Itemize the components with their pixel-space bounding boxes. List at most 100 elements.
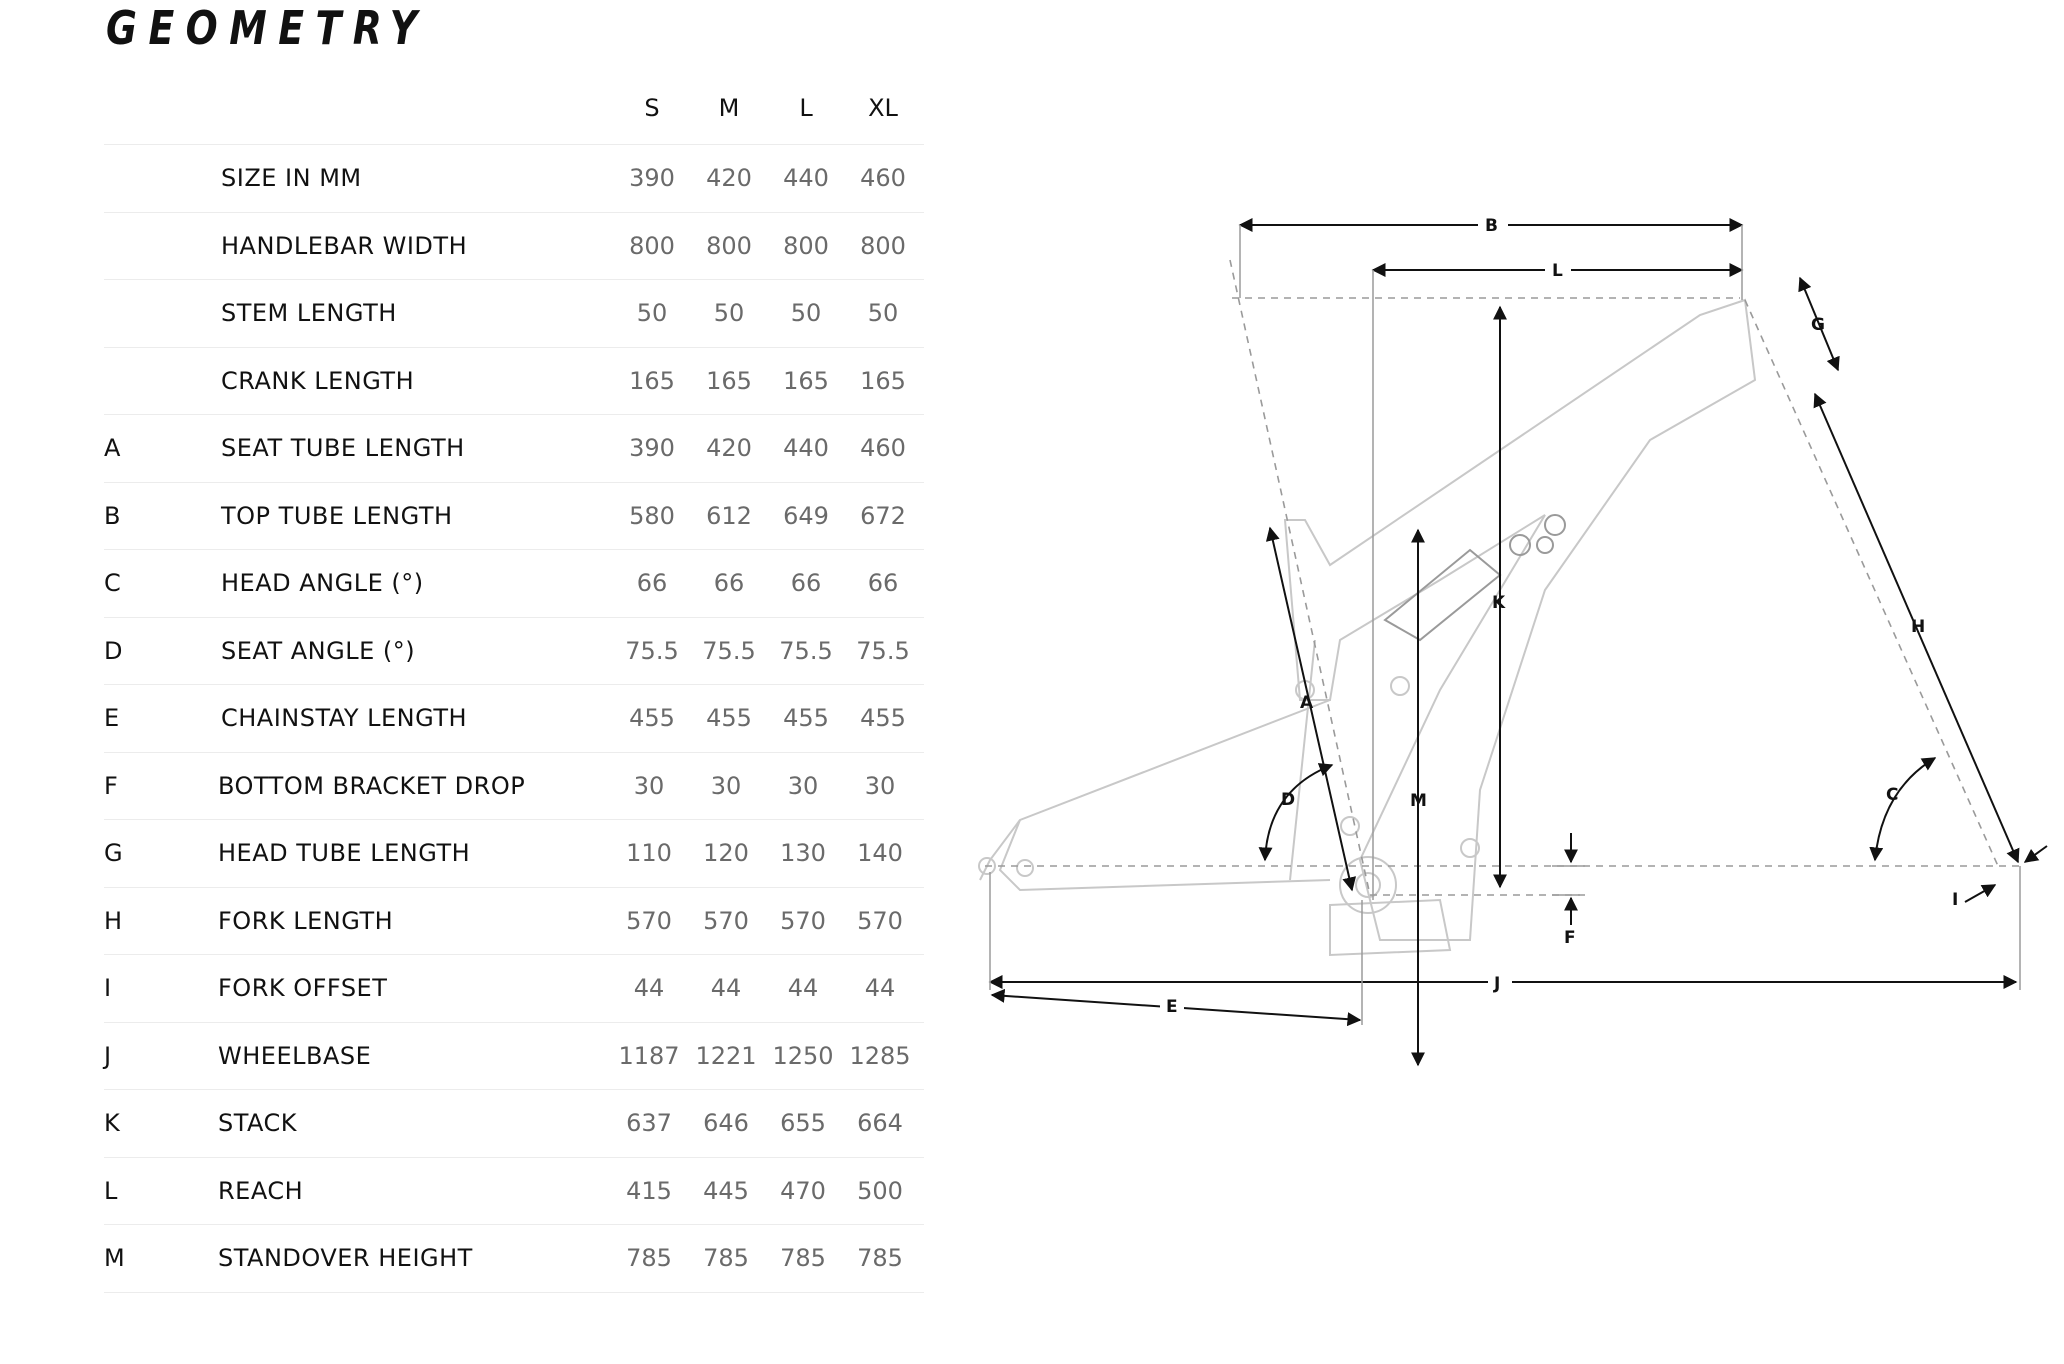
- label-i: I: [1952, 890, 1958, 910]
- row-label: CHAINSTAY LENGTH: [221, 704, 468, 732]
- row-value-m: 30: [710, 771, 742, 800]
- row-value-xl: 785: [857, 1244, 903, 1272]
- row-label: HANDLEBAR WIDTH: [221, 231, 468, 260]
- row-value-m: 1221: [695, 1041, 757, 1070]
- row-value-l: 440: [783, 164, 829, 192]
- rear-shock: [1383, 514, 1566, 642]
- row-value-m: 785: [703, 1244, 749, 1272]
- row-label: WHEELBASE: [218, 1041, 372, 1070]
- row-value-s: 30: [633, 771, 665, 800]
- row-code: B: [104, 501, 121, 530]
- row-label: CRANK LENGTH: [221, 366, 415, 395]
- row-value-xl: 44: [864, 974, 896, 1002]
- row-value-l: 75.5: [779, 636, 833, 665]
- row-value-l: 570: [780, 906, 826, 935]
- row-value-m: 570: [703, 906, 749, 935]
- row-value-m: 44: [710, 974, 742, 1002]
- row-code: E: [104, 704, 120, 732]
- label-a: A: [1300, 693, 1314, 713]
- row-value-l: 470: [780, 1176, 826, 1205]
- row-value-l: 130: [780, 839, 826, 867]
- row-value-xl: 50: [867, 299, 899, 327]
- row-code: G: [104, 839, 123, 867]
- row-code: F: [104, 771, 118, 800]
- row-label: FORK LENGTH: [218, 906, 394, 935]
- row-value-l: 30: [787, 771, 819, 800]
- row-value-xl: 800: [860, 231, 906, 260]
- size-header-s: S: [644, 94, 660, 122]
- row-value-xl: 570: [857, 906, 903, 935]
- row-value-xl: 664: [857, 1109, 903, 1137]
- diagram-letter-labels: B L G H K M A D C F I J E: [1160, 212, 1958, 1019]
- reference-lines: [985, 259, 2020, 1065]
- measurement-lines: [988, 218, 2048, 1067]
- label-e: E: [1166, 997, 1178, 1017]
- row-value-m: 420: [706, 164, 752, 192]
- row-code: L: [104, 1176, 118, 1205]
- row-value-l: 800: [783, 231, 829, 260]
- row-value-m: 50: [713, 299, 745, 327]
- row-code: M: [104, 1244, 125, 1272]
- row-value-m: 120: [703, 839, 749, 867]
- row-value-l: 655: [780, 1109, 826, 1137]
- row-value-s: 637: [626, 1109, 672, 1137]
- row-value-s: 390: [629, 434, 675, 462]
- row-label: SEAT TUBE LENGTH: [221, 434, 465, 462]
- row-value-xl: 672: [860, 501, 906, 530]
- row-value-s: 455: [629, 704, 675, 732]
- row-value-l: 50: [790, 299, 822, 327]
- row-value-s: 75.5: [625, 636, 679, 665]
- row-value-m: 646: [703, 1109, 749, 1137]
- page-title: GEOMETRY: [106, 1, 429, 55]
- row-value-s: 110: [626, 839, 672, 867]
- row-value-l: 440: [783, 434, 829, 462]
- row-value-m: 445: [703, 1176, 749, 1205]
- label-h: H: [1911, 617, 1925, 637]
- row-value-m: 420: [706, 434, 752, 462]
- row-value-s: 66: [636, 569, 668, 597]
- label-j: J: [1493, 974, 1500, 994]
- row-code: C: [104, 569, 121, 597]
- size-header-m: M: [718, 94, 740, 122]
- row-label: SIZE IN MM: [221, 164, 362, 192]
- bike-geometry-diagram: B L G H K M A D C F I J E: [978, 212, 2048, 1067]
- size-header-row: S M L XL: [104, 74, 924, 144]
- row-value-m: 612: [706, 501, 752, 530]
- row-code: D: [104, 636, 123, 665]
- row-value-s: 165: [629, 366, 675, 395]
- row-code: H: [104, 906, 123, 935]
- row-value-m: 66: [713, 569, 745, 597]
- geometry-row: K STACK 637 646 655 664: [104, 1089, 924, 1157]
- row-value-s: 580: [629, 501, 675, 530]
- row-value-xl: 460: [860, 164, 906, 192]
- label-k: K: [1492, 593, 1506, 613]
- row-value-xl: 165: [860, 366, 906, 395]
- row-value-m: 800: [706, 231, 752, 260]
- row-value-xl: 30: [864, 771, 896, 800]
- row-label: HEAD ANGLE (°): [221, 569, 424, 597]
- bike-frame-outline: [978, 298, 1757, 957]
- row-label: BOTTOM BRACKET DROP: [218, 771, 526, 800]
- row-value-l: 455: [783, 704, 829, 732]
- row-label: STACK: [218, 1109, 298, 1137]
- row-label: SEAT ANGLE (°): [221, 636, 416, 665]
- row-value-xl: 455: [860, 704, 906, 732]
- row-code: K: [104, 1109, 120, 1137]
- row-value-xl: 66: [867, 569, 899, 597]
- row-code: I: [104, 974, 112, 1002]
- label-m: M: [1410, 791, 1427, 811]
- row-value-l: 44: [787, 974, 819, 1002]
